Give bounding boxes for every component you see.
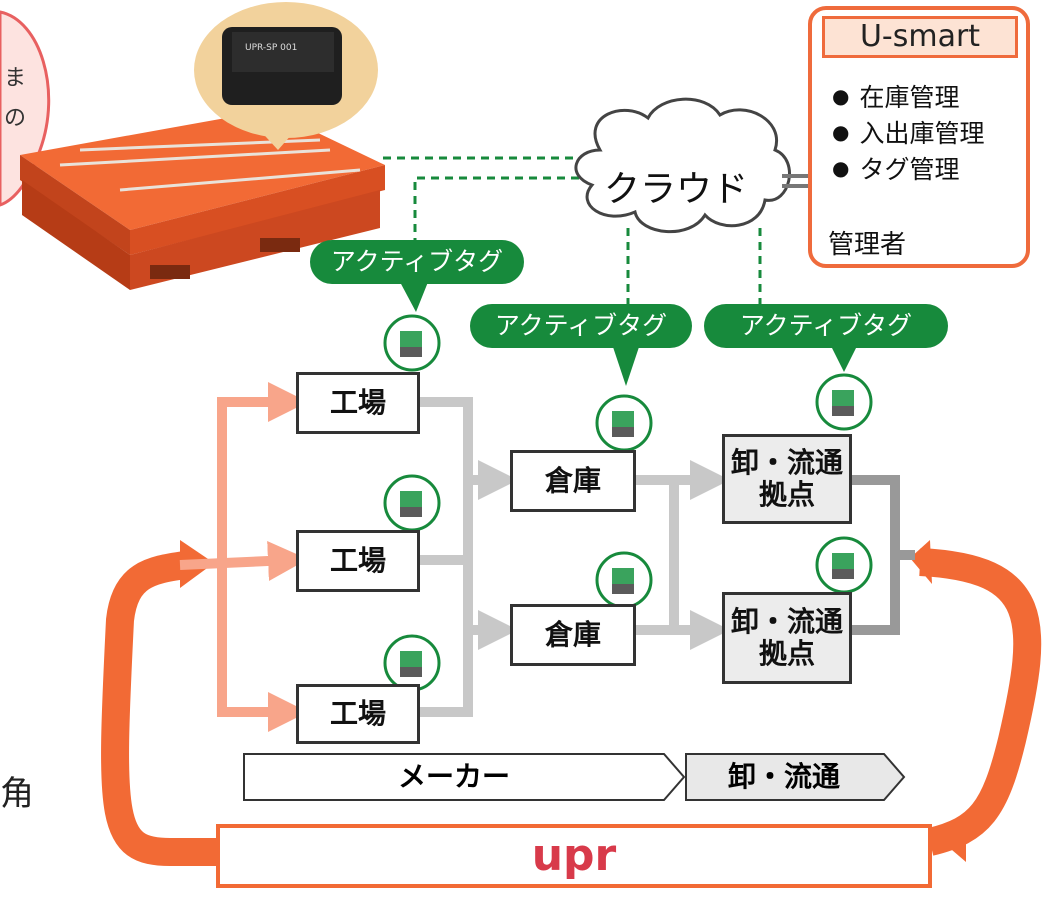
distribution-hub-node: 卸・流通 拠点 — [722, 592, 852, 684]
pallet-image — [20, 110, 385, 290]
cloud-shape — [574, 97, 791, 234]
bubble-fragment-2: の — [4, 106, 26, 131]
cloud-label: クラウド — [603, 169, 748, 210]
tag-icon — [383, 474, 441, 532]
hub-merge-arrows — [852, 475, 915, 635]
distribution-chevron — [685, 753, 906, 801]
usmart-title: U-smart — [822, 16, 1018, 58]
tag-icon — [815, 373, 873, 431]
hub-label-line1: 卸・流通 — [730, 445, 843, 479]
tag-icon — [383, 634, 441, 692]
active-tag-label: アクティブタグ — [470, 304, 692, 348]
distribution-hub-node: 卸・流通 拠点 — [722, 434, 852, 524]
tag-icon — [595, 394, 653, 452]
upr-logo: upr — [532, 830, 617, 881]
device-label: UPR-SP 001 — [245, 43, 297, 53]
feature-item: ● 入出庫管理 — [832, 114, 984, 150]
tag-icon — [815, 536, 873, 594]
factory-node: 工場 — [296, 372, 420, 434]
device-bubble: UPR-SP 001 — [194, 2, 378, 150]
active-tag-label: アクティブタグ — [704, 304, 948, 348]
cloud-links — [383, 156, 762, 310]
warehouse-node: 倉庫 — [510, 604, 636, 666]
feature-label: 入出庫管理 — [859, 119, 985, 148]
bullet-icon: ● — [832, 156, 850, 180]
bullet-icon: ● — [832, 120, 850, 144]
distribution-stage-label: 卸・流通 — [727, 759, 840, 793]
admin-label: 管理者 — [828, 230, 907, 260]
loop-arrowhead-2 — [938, 814, 966, 862]
hub-label-line2: 拠点 — [758, 637, 815, 670]
maker-stage-label: メーカー — [397, 759, 510, 793]
active-tag-label: アクティブタグ — [310, 240, 524, 284]
bullet-icon: ● — [832, 84, 850, 108]
tag-pill-pointers — [400, 282, 858, 386]
hub-label-line1: 卸・流通 — [730, 604, 843, 638]
maker-chevron — [243, 753, 686, 801]
feature-item: ● 在庫管理 — [832, 78, 959, 114]
upr-logo-box — [216, 824, 932, 888]
return-loop — [101, 548, 1042, 866]
tag-icon — [595, 551, 653, 609]
feature-label: タグ管理 — [859, 155, 960, 184]
tag-icon — [383, 314, 441, 372]
loop-arrowhead-1 — [910, 540, 932, 584]
feature-item: ● タグ管理 — [832, 150, 959, 186]
hub-label-line2: 拠点 — [758, 478, 815, 511]
factory-feed-arrows — [179, 382, 308, 732]
warehouse-node: 倉庫 — [510, 450, 636, 512]
factory-node: 工場 — [296, 684, 420, 744]
feature-label: 在庫管理 — [859, 83, 960, 112]
flow-arrows — [420, 397, 730, 717]
bubble-fragment: ま — [4, 66, 26, 91]
factory-node: 工場 — [296, 530, 420, 592]
cropped-text: 角 — [0, 774, 34, 814]
